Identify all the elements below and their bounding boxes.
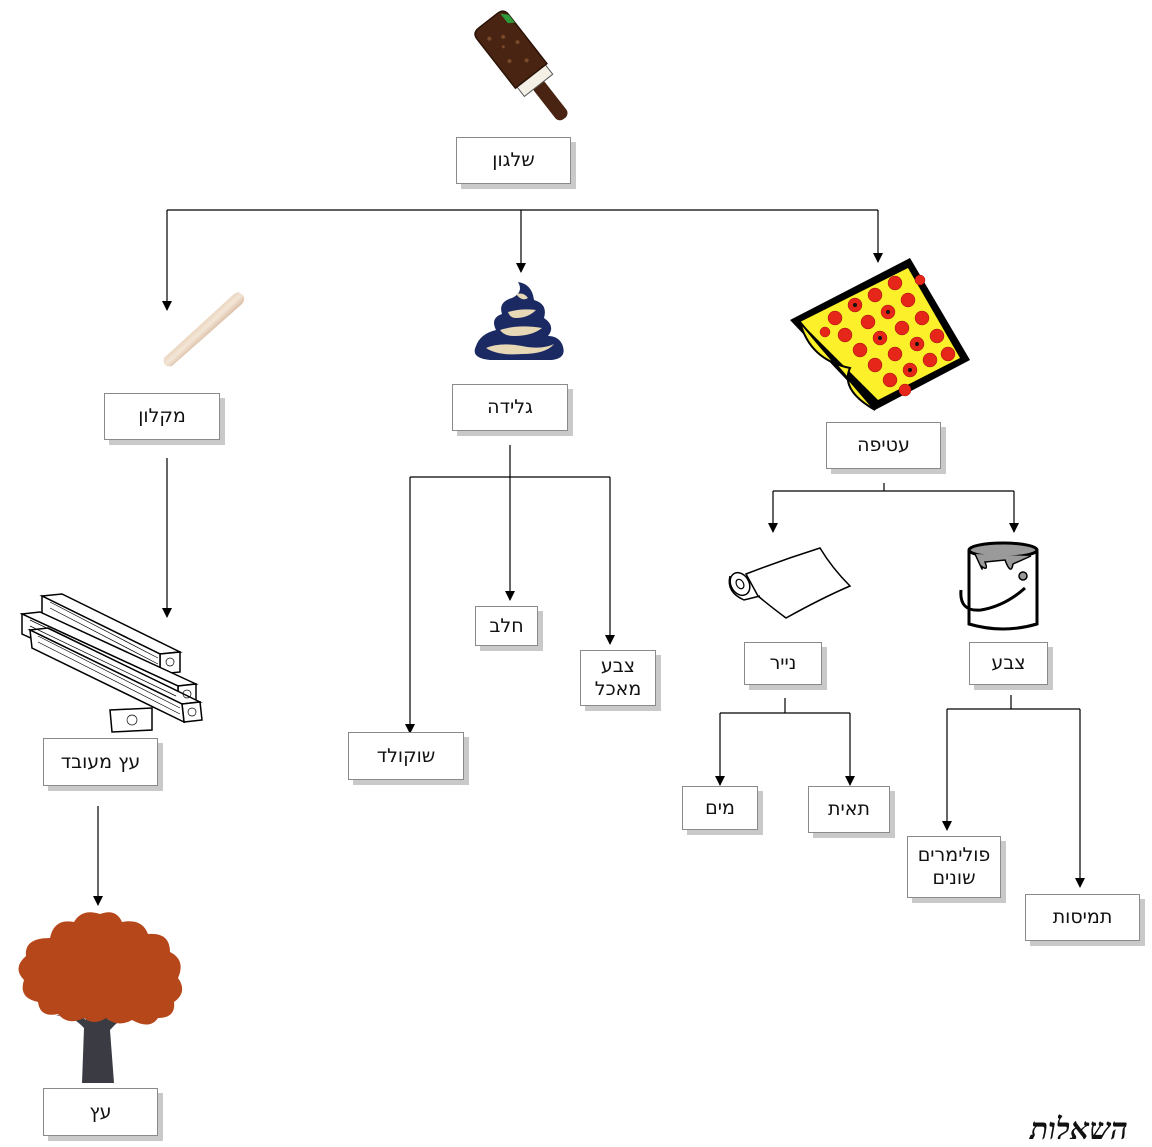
questions-heading: השאלות bbox=[1030, 1112, 1128, 1147]
paper-node: נייר bbox=[744, 642, 822, 685]
processed-wood-node: עץ מעובד bbox=[43, 738, 158, 786]
paint-can-icon bbox=[959, 541, 1039, 631]
chocolate-node: שוקולד bbox=[348, 732, 464, 780]
wrapping-paper-icon bbox=[790, 258, 970, 411]
ice-cream-icon bbox=[474, 282, 564, 360]
stick-node: מקלון bbox=[104, 393, 220, 440]
popsicle-icon bbox=[474, 10, 568, 121]
solvents-node: תמיסות bbox=[1025, 894, 1140, 941]
popsicle-node: שלגון bbox=[456, 137, 571, 184]
tree-icon bbox=[18, 912, 183, 1083]
ice-cream-node: גלידה bbox=[452, 384, 568, 431]
wooden-stick-icon bbox=[163, 292, 245, 367]
milk-node: חלב bbox=[475, 606, 538, 646]
paint-node: צבע bbox=[969, 642, 1048, 685]
food-coloring-node: צבע מאכל bbox=[580, 650, 656, 706]
polymers-node: פולימרים שונים bbox=[907, 836, 1001, 898]
cellulose-node: תאית bbox=[808, 786, 890, 833]
water-node: מים bbox=[682, 786, 758, 830]
tree-node: עץ bbox=[43, 1088, 158, 1136]
wrapper-node: עטיפה bbox=[826, 422, 941, 469]
paper-roll-icon bbox=[728, 547, 852, 619]
lumber-icon bbox=[20, 593, 203, 733]
